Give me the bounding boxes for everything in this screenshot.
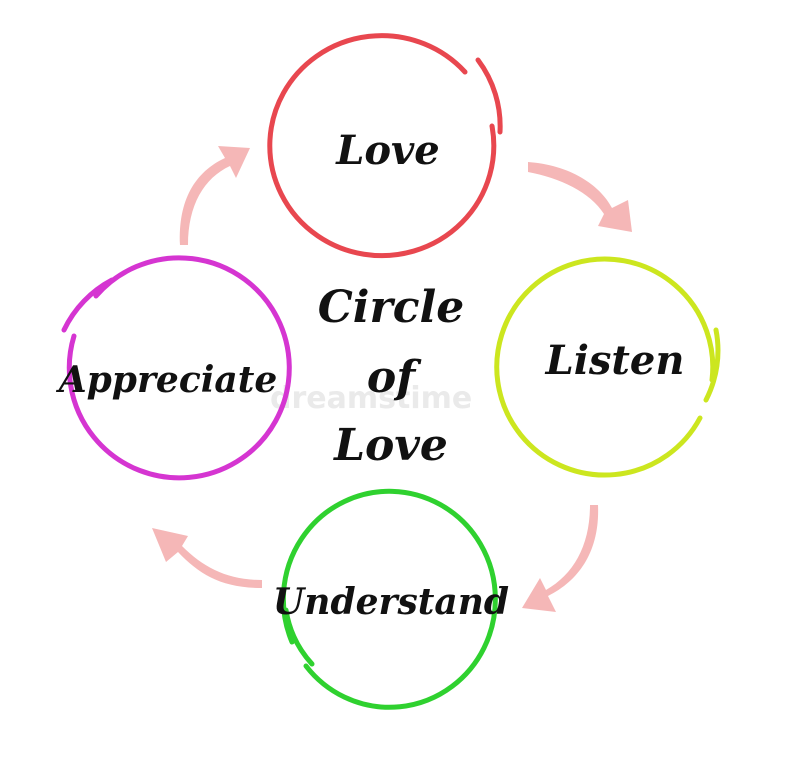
- node-love: Love: [267, 33, 503, 259]
- node-appreciate-label: Appreciate: [56, 359, 278, 401]
- node-listen-label: Listen: [545, 337, 685, 384]
- curved-arrow-icon: [152, 528, 262, 588]
- node-love-ring: [267, 33, 503, 259]
- node-love-label: Love: [335, 127, 440, 174]
- node-understand-ring: [280, 488, 498, 710]
- curved-arrow-icon: [522, 505, 599, 612]
- node-appreciate-ring: [61, 255, 292, 481]
- arrow-love-to-listen: [528, 162, 632, 232]
- node-listen: Listen: [494, 256, 721, 478]
- arrow-appreciate-to-love: [179, 146, 250, 245]
- center-title: Circle of Love: [318, 282, 464, 471]
- arrow-listen-to-understand: [522, 505, 599, 612]
- node-appreciate: Appreciate: [56, 255, 292, 481]
- node-listen-ring: [494, 256, 721, 478]
- curved-arrow-icon: [179, 146, 250, 245]
- center-title-line-2: of: [367, 352, 422, 403]
- curved-arrow-icon: [528, 162, 632, 232]
- center-title-line-3: Love: [332, 420, 448, 471]
- center-title-line-1: Circle: [318, 282, 464, 333]
- watermark-text: dreamstime: [270, 381, 472, 416]
- node-understand-label: Understand: [273, 581, 509, 623]
- node-understand: Understand: [273, 488, 509, 710]
- arrow-understand-to-appreciate: [152, 528, 262, 588]
